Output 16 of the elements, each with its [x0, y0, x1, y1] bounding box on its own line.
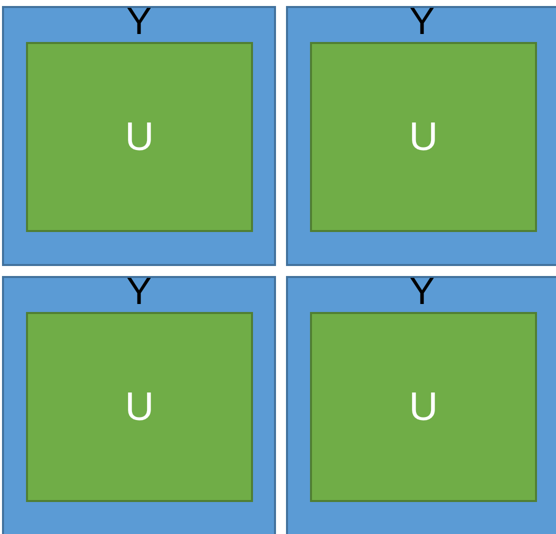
panel-title: Y: [409, 272, 435, 312]
inner-box: [310, 42, 537, 232]
box-label: U: [125, 115, 154, 159]
box-label: U: [409, 385, 438, 429]
inner-box: [310, 312, 537, 502]
box-label: U: [125, 385, 154, 429]
box-label: U: [409, 115, 438, 159]
inner-box: [26, 312, 253, 502]
outer-panel: [286, 276, 556, 534]
outer-panel: [2, 276, 276, 534]
panel-title: Y: [409, 2, 435, 42]
inner-box: [26, 42, 253, 232]
outer-panel: [286, 6, 556, 266]
panel-title: Y: [126, 272, 152, 312]
panel-title: Y: [126, 2, 152, 42]
outer-panel: [2, 6, 276, 266]
